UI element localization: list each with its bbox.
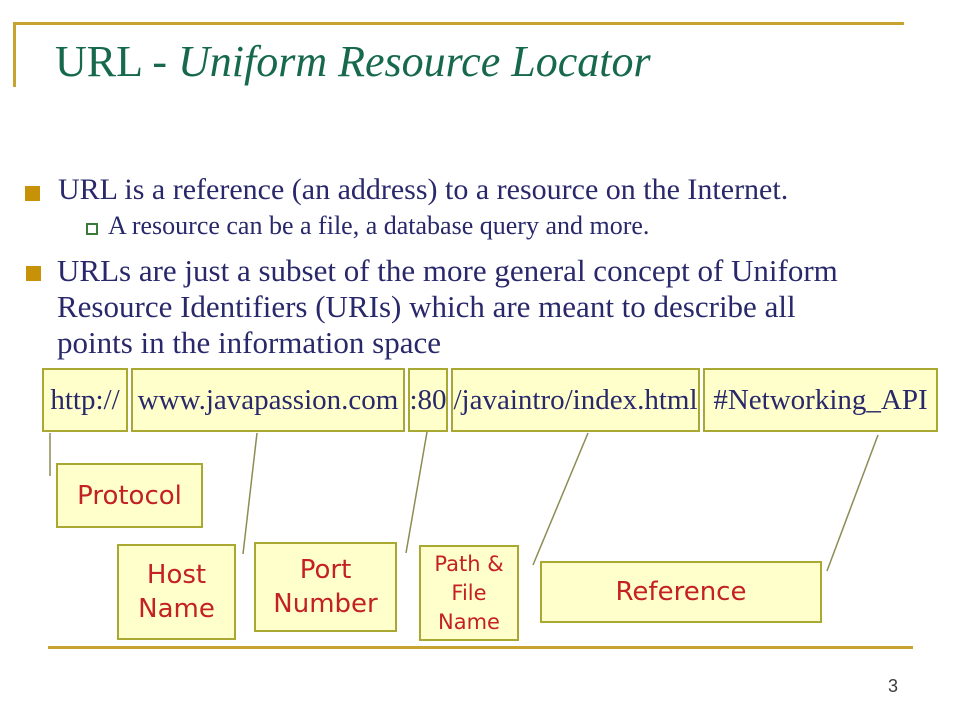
sub-bullet-text: A resource can be a file, a database que…	[108, 211, 650, 240]
label-line: Host	[146, 560, 207, 590]
title-prefix: URL -	[55, 37, 179, 86]
label-line: Port	[299, 555, 352, 585]
connector-line-reference	[826, 434, 879, 572]
label-box-reference: Reference	[540, 561, 822, 623]
page-number: 3	[888, 676, 899, 696]
connector-line-host	[242, 432, 258, 555]
title-italic: Uniform Resource Locator	[178, 37, 651, 86]
bullet-2-text: URLs are just a subset of the more gener…	[57, 253, 838, 361]
url-box-path: /javaintro/index.html	[451, 368, 700, 432]
label-line: Name	[138, 594, 215, 624]
label-box-host-name: Host Name	[117, 544, 236, 640]
bullet-square-icon	[26, 266, 41, 281]
bullet-1-text: URL is a reference (an address) to a res…	[58, 173, 789, 206]
connector-line-port	[405, 431, 428, 554]
url-box-protocol: http://	[42, 368, 128, 432]
label-line: Path &	[434, 551, 504, 576]
url-box-port: :80	[408, 368, 448, 432]
bottom-gold-rule	[48, 646, 913, 649]
url-box-host: www.javapassion.com	[131, 368, 405, 432]
label-box-port-number: Port Number	[254, 542, 397, 632]
slide-title: URL - Uniform Resource Locator	[55, 36, 651, 87]
connector-line-path	[532, 432, 589, 566]
label-box-protocol: Protocol	[56, 463, 203, 528]
label-box-path-file-name: Path & File Name	[419, 545, 519, 641]
label-line: Name	[438, 609, 500, 634]
label-line: Number	[273, 589, 378, 619]
bullet-2-line: URLs are just a subset of the more gener…	[57, 253, 838, 288]
title-accent-bracket	[13, 22, 16, 87]
bullet-2-line: points in the information space	[57, 325, 441, 360]
label-line: Reference	[615, 577, 747, 607]
url-box-reference: #Networking_API	[703, 368, 938, 432]
label-line: File	[451, 580, 487, 605]
label-line: Protocol	[77, 480, 182, 511]
bullet-2-line: Resource Identifiers (URIs) which are me…	[57, 289, 796, 324]
top-gold-rule	[13, 22, 904, 25]
sub-bullet-square-icon	[86, 223, 98, 235]
bullet-square-icon	[25, 186, 40, 201]
